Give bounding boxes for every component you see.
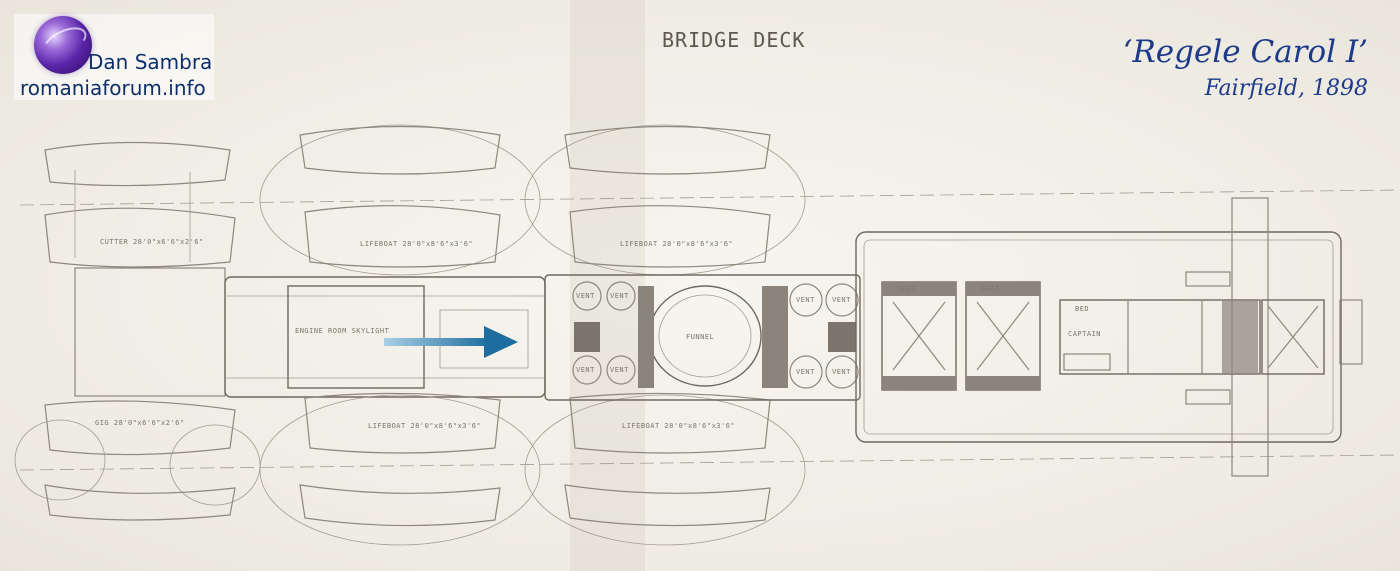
paper-stain (570, 0, 645, 571)
globe-orb-logo-icon (34, 16, 92, 74)
captain-label: CAPTAIN (1068, 330, 1101, 338)
lifeboat-label-2: LIFEBOAT 28'0"x8'6"x3'6" (368, 422, 481, 430)
bed-label: BED (1075, 305, 1089, 313)
vent-label-5: VENT (796, 296, 815, 304)
vent-label-2: VENT (610, 292, 629, 300)
watermark-author: Dan Sambra (88, 50, 213, 74)
gig-boat: GIG 28'0"x6'6"x2'6" (14, 400, 261, 521)
funnel-casing: FUNNEL (544, 274, 861, 401)
cutter-boat: CUTTER 28'0"x6'6"x2'6" (44, 141, 236, 268)
lifeboat-label-4: LIFEBOAT 28'0"x8'6"x3'6" (622, 422, 735, 430)
lifeboat-label-3: LIFEBOAT 28'0"x8'6"x3'6" (620, 240, 733, 248)
lifeboat-port-fwd: LIFEBOAT 28'0"x8'6"x3'6" (259, 124, 541, 276)
lifeboat-stbd-fwd: LIFEBOAT 28'0"x8'6"x3'6" (259, 392, 541, 546)
builder-caption: Fairfield, 1898 (1204, 76, 1368, 101)
skylight-label: ENGINE ROOM SKYLIGHT (295, 327, 390, 335)
lifeboat-stbd-aft: LIFEBOAT 28'0"x8'6"x3'6" (524, 392, 806, 546)
aft-deckhouse: SEAT SEAT CAPTAIN BED (855, 197, 1363, 477)
funnel-label: FUNNEL (686, 333, 714, 341)
lifeboat-port-aft: LIFEBOAT 28'0"x8'6"x3'6" (524, 124, 806, 276)
deck-title: BRIDGE DECK (662, 28, 806, 52)
cutter-label: CUTTER 28'0"x6'6"x2'6" (100, 238, 204, 246)
watermark-site: romaniaforum.info (20, 76, 206, 100)
lifeboat-label-1: LIFEBOAT 28'0"x8'6"x3'6" (360, 240, 473, 248)
vent-label-4: VENT (610, 366, 629, 374)
vent-label-1: VENT (576, 292, 595, 300)
seat-label-2: SEAT (981, 285, 1000, 293)
vent-label-8: VENT (832, 368, 851, 376)
arrow-right-icon (384, 326, 518, 358)
forward-deck-grating (74, 267, 226, 397)
vent-label-7: VENT (796, 368, 815, 376)
vent-label-3: VENT (576, 366, 595, 374)
engine-room-deckhouse: ENGINE ROOM SKYLIGHT (224, 276, 546, 398)
seat-label-1: SEAT (897, 285, 916, 293)
author-watermark: Dan Sambra romaniaforum.info (14, 14, 214, 100)
gig-label: GIG 28'0"x6'6"x2'6" (95, 419, 185, 427)
vent-label-6: VENT (832, 296, 851, 304)
ship-name-caption: ‘Regele Carol I’ (1122, 34, 1368, 70)
